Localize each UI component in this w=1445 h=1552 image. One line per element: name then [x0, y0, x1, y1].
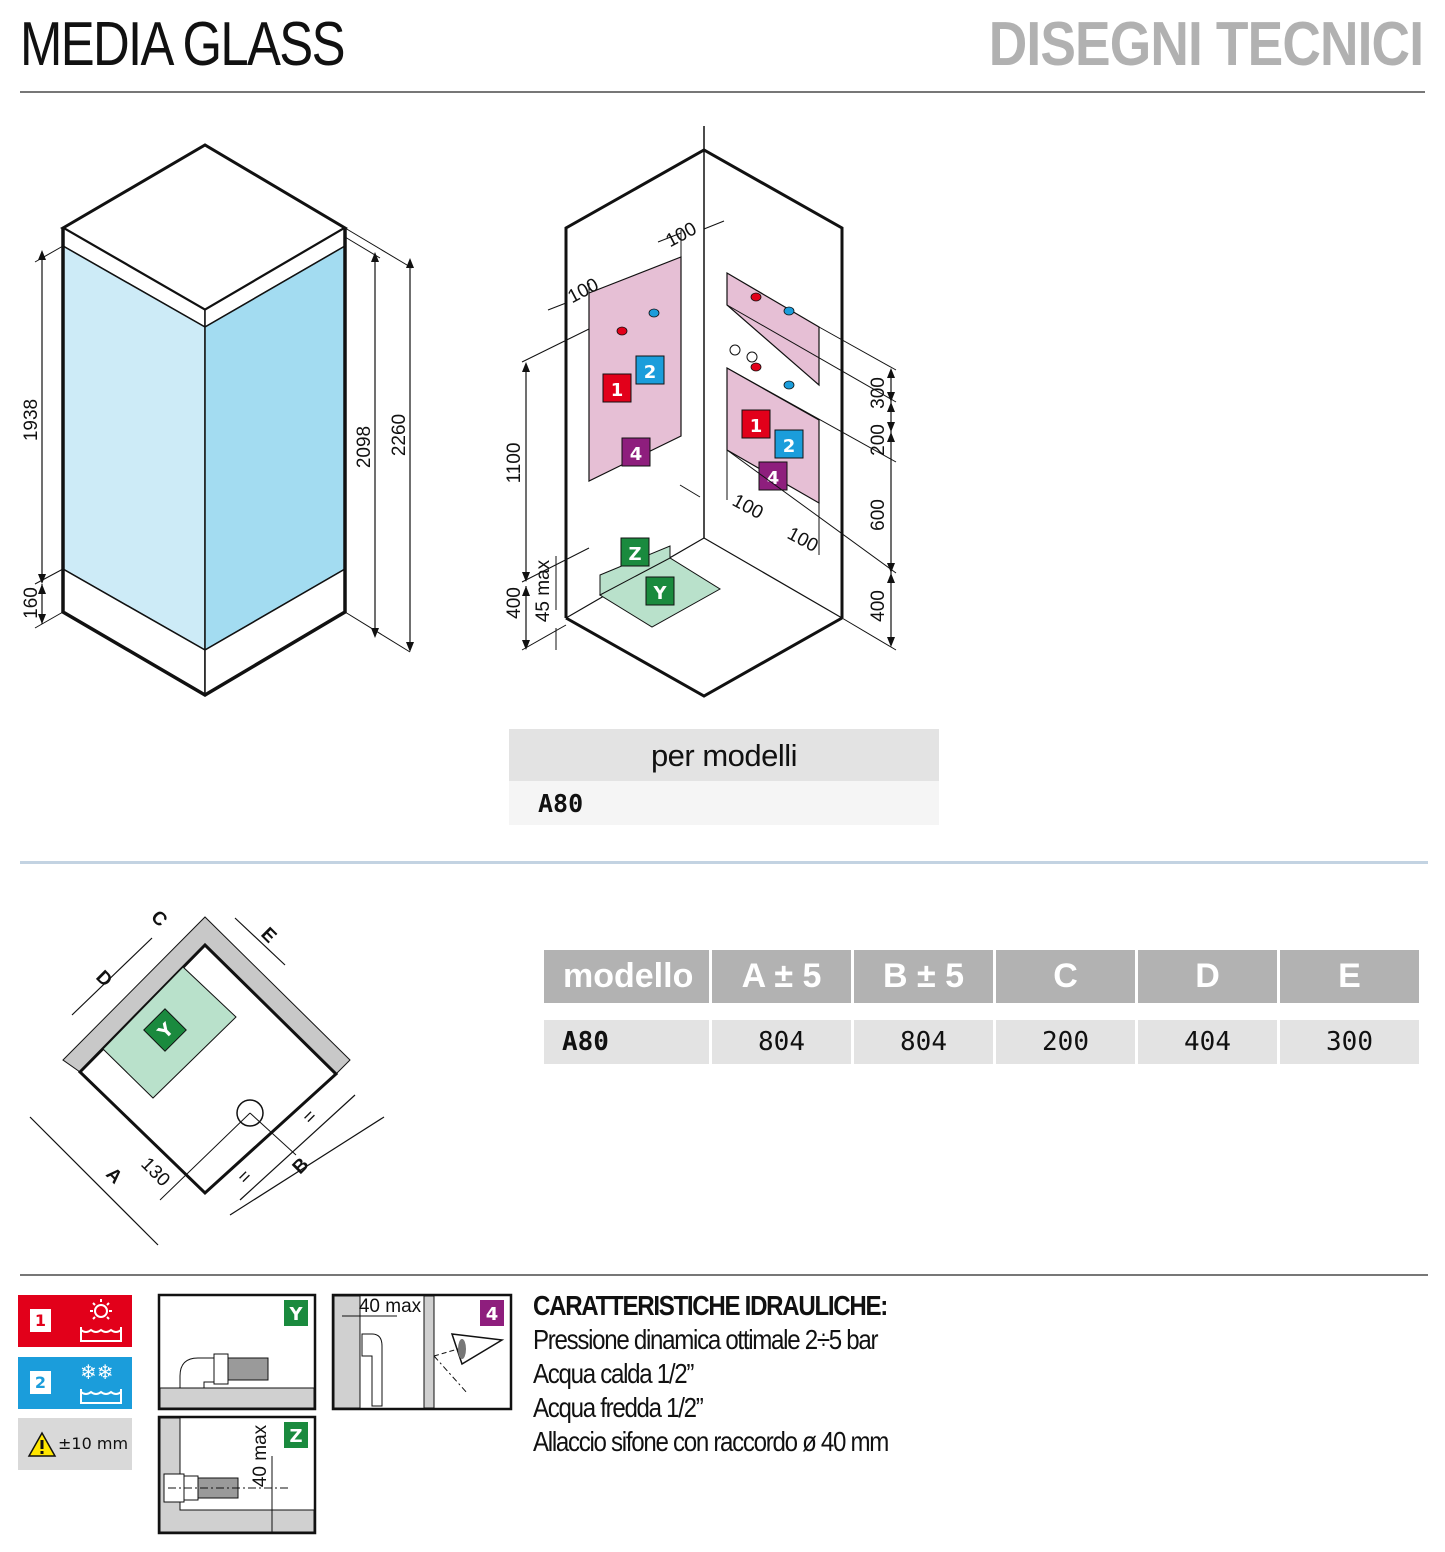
col-header-b: B ± 5 — [854, 950, 993, 1003]
svg-text:4: 4 — [486, 1304, 499, 1325]
marker-wall-drain: Z — [620, 537, 650, 567]
characteristics-title: CARATTERISTICHE IDRAULICHE: — [533, 1290, 888, 1321]
legend-cold-water: 2 ❄❄ — [18, 1357, 132, 1409]
cell-model: A80 — [544, 1020, 709, 1064]
header-divider — [20, 91, 1425, 93]
col-header-model: modello — [544, 950, 709, 1003]
connections-drawing: 1 2 4 1 2 4 Z Y 1100 400 45 max 100 100 … — [504, 126, 897, 698]
svg-text:600: 600 — [868, 499, 889, 531]
svg-text:Y: Y — [652, 583, 667, 604]
svg-text:2: 2 — [644, 362, 657, 383]
svg-text:300: 300 — [868, 377, 889, 409]
marker-hot-left: 1 — [602, 373, 632, 403]
svg-text:Y: Y — [288, 1304, 303, 1325]
marker-cold-right: 2 — [774, 429, 804, 459]
characteristics-line: Acqua calda 1/2” — [533, 1358, 694, 1389]
model-row: A80 — [509, 781, 939, 825]
detail-wall-drain: 40 max Z — [157, 1415, 317, 1535]
marker-hot-right: 1 — [741, 409, 771, 439]
svg-text:160: 160 — [21, 587, 42, 619]
svg-text:1: 1 — [611, 380, 624, 401]
svg-text:1: 1 — [750, 416, 763, 437]
svg-text:4: 4 — [630, 444, 643, 465]
legend-tolerance: ±10 mm — [18, 1418, 132, 1470]
svg-text:E: E — [256, 924, 280, 948]
characteristics-line: Allaccio sifone con raccordo ø 40 mm — [533, 1426, 889, 1457]
hydraulic-characteristics: CARATTERISTICHE IDRAULICHE: Pressione di… — [533, 1289, 946, 1459]
svg-text:400: 400 — [504, 587, 525, 619]
warning-icon — [27, 1431, 57, 1457]
dimensions-table: modello A ± 5 B ± 5 C D E A80 804 804 20… — [541, 950, 1422, 1064]
svg-text:Z: Z — [289, 1426, 302, 1447]
svg-text:=: = — [299, 1106, 322, 1129]
svg-text:45 max: 45 max — [533, 559, 554, 622]
svg-text:2260: 2260 — [389, 414, 410, 456]
plan-view-drawing: Y A B C D E 130 = = — [29, 907, 385, 1246]
cell-a: 804 — [712, 1020, 851, 1064]
cell-b: 804 — [854, 1020, 993, 1064]
marker-floor-drain: Y — [645, 576, 675, 606]
table-header-row: modello A ± 5 B ± 5 C D E — [544, 950, 1419, 1003]
cell-c: 200 — [996, 1020, 1135, 1064]
col-header-c: C — [996, 950, 1135, 1003]
svg-text:200: 200 — [868, 424, 889, 456]
svg-text:100: 100 — [784, 523, 822, 556]
characteristics-line: Pressione dinamica ottimale 2÷5 bar — [533, 1324, 878, 1355]
iso-cabin-drawing: 1938 160 2098 2260 — [21, 143, 414, 698]
marker-outlet-right: 4 — [758, 461, 788, 491]
legend-hot-water: 1 — [18, 1295, 132, 1347]
models-box: per modelli A80 — [509, 729, 939, 825]
svg-text:4: 4 — [767, 468, 780, 489]
col-header-d: D — [1138, 950, 1277, 1003]
svg-text:=: = — [234, 1166, 257, 1189]
svg-text:Z: Z — [628, 544, 641, 565]
section-divider — [20, 861, 1428, 864]
marker-outlet-left: 4 — [621, 437, 651, 467]
section-title: DISEGNI TECNICI — [988, 10, 1424, 79]
models-header: per modelli — [509, 729, 939, 781]
svg-text:1938: 1938 — [21, 399, 42, 441]
svg-text:❄❄: ❄❄ — [80, 1360, 114, 1384]
legend-divider — [20, 1274, 1428, 1276]
col-header-e: E — [1280, 950, 1419, 1003]
svg-text:40 max: 40 max — [359, 1296, 422, 1317]
product-title: MEDIA GLASS — [20, 10, 345, 79]
snowflake-water-icon: ❄❄ — [80, 1360, 122, 1404]
legend-cold-number: 2 — [30, 1371, 51, 1394]
plan-zone-y-marker: Y — [143, 1008, 187, 1052]
marker-cold-left: 2 — [635, 355, 665, 385]
cell-e: 300 — [1280, 1020, 1419, 1064]
svg-text:A: A — [101, 1164, 126, 1189]
cell-d: 404 — [1138, 1020, 1277, 1064]
detail-outlet: 40 max 4 — [331, 1293, 513, 1411]
sun-water-icon — [80, 1299, 122, 1342]
svg-text:1100: 1100 — [504, 443, 525, 484]
table-row: A80 804 804 200 404 300 — [544, 1020, 1419, 1064]
svg-text:100: 100 — [662, 218, 700, 251]
svg-text:D: D — [91, 967, 116, 992]
legend-hot-number: 1 — [30, 1309, 51, 1332]
col-header-a: A ± 5 — [712, 950, 851, 1003]
detail-floor-drain: Y — [157, 1293, 317, 1411]
svg-text:2098: 2098 — [354, 426, 375, 468]
svg-text:40 max: 40 max — [250, 1424, 271, 1487]
svg-text:100: 100 — [729, 490, 767, 523]
svg-text:2: 2 — [783, 436, 796, 457]
characteristics-line: Acqua fredda 1/2” — [533, 1392, 704, 1423]
svg-text:400: 400 — [868, 590, 889, 622]
tolerance-text: ±10 mm — [58, 1434, 129, 1453]
svg-text:C: C — [146, 907, 171, 932]
